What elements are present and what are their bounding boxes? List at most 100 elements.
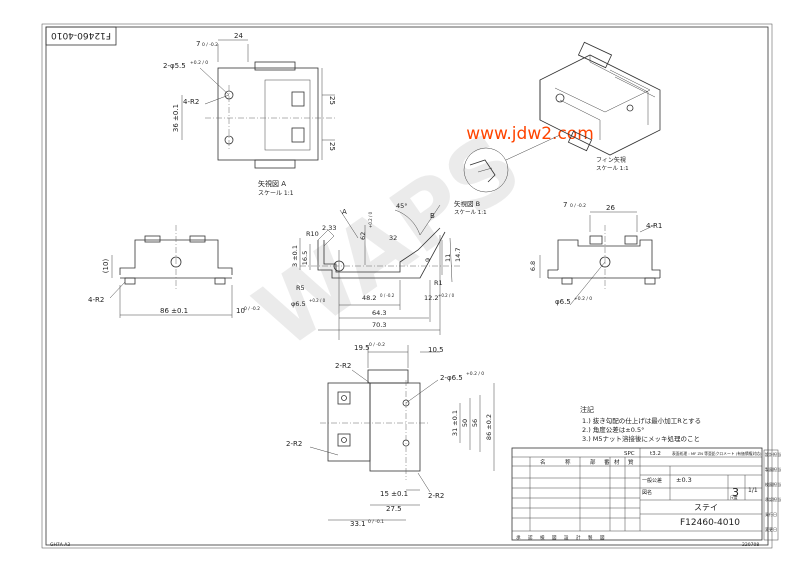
top-r2: 4-R2	[183, 98, 199, 106]
corner-code: F12460-4010	[51, 30, 111, 40]
side-angle-32: 32	[389, 234, 397, 242]
end-dim-7: 7	[563, 201, 567, 209]
bottom-r2c: 2-R2	[428, 492, 444, 500]
side-dim-9: 9	[424, 258, 432, 262]
top-view-scale: スケール 1:1	[258, 190, 294, 197]
side-r10: R10	[306, 230, 319, 238]
tb-general-tol-label: 一般公差	[642, 477, 662, 484]
bottom-r2b: 2-R2	[286, 440, 302, 448]
front-dim-86: 86 ±0.1	[160, 307, 188, 315]
tb-part-name: ステイ	[694, 503, 718, 512]
corner-left-bottom: GH7A A3	[50, 542, 70, 548]
top-dim-25b: 25	[328, 142, 336, 151]
end-dim-68: 6.8	[529, 261, 537, 271]
outer-border	[41, 23, 773, 549]
side-dim-122-tol: +0.2 / 0	[438, 293, 455, 298]
top-view: 24 7 0 / -0.2 2-φ5.5 +0.2 / 0 4-R2 36 ±0…	[163, 32, 336, 197]
corner-right-bottom: 220708	[742, 542, 759, 548]
bottom-dim-15: 15 ±0.1	[380, 490, 408, 498]
tb-scale-label: 尺度	[730, 495, 738, 500]
side-dim-62: 62	[359, 232, 367, 240]
side-tab: 検図担当	[765, 481, 781, 487]
tb-header: 番	[604, 459, 610, 466]
tb-footer: 製	[588, 534, 593, 541]
side-dim-65-tol: +0.2 / 0	[309, 298, 326, 303]
tb-footer: 認	[528, 534, 533, 541]
top-holes-tol: +0.2 / 0	[190, 60, 208, 66]
side-view-scale: スケール 1:1	[454, 209, 487, 216]
bottom-holes-tol: +0.2 / 0	[466, 371, 484, 377]
end-view: 7 0 / -0.2 26 4-R1 6.8 φ6.5 +0.2 / 0	[529, 201, 662, 306]
side-r1: R1	[434, 279, 443, 287]
side-tab: 製図担当	[765, 466, 781, 472]
bottom-dim-31: 31 ±0.1	[451, 410, 459, 436]
side-dim-482-tol: 0 / -0.2	[380, 293, 395, 298]
side-dim-65: φ6.5	[291, 300, 306, 308]
end-dim-26: 26	[606, 204, 615, 212]
bottom-dim-50: 50	[461, 419, 469, 427]
end-dim-65: φ6.5	[555, 298, 571, 306]
side-dim-122: 12.2	[424, 294, 438, 302]
note-item: 1.) 抜き勾配の仕上げは最小加工Rとする	[582, 416, 701, 425]
end-dim-7-tol: 0 / -0.2	[570, 203, 586, 209]
tb-drawn-label: 図名	[642, 489, 652, 496]
side-dim-147: 14.7	[454, 248, 462, 262]
side-tabs: 設計担当 製図担当 検図担当 承認担当 発行日 変更日	[763, 449, 781, 541]
tb-footer: 検	[540, 534, 545, 541]
title-block: SPC t3.2 表面処理 : MF ZN 等亜鉛クロメート (有価債権対応) …	[511, 447, 763, 541]
bottom-dim-195-tol: 0 / -0.2	[369, 342, 385, 348]
isometric-view: フィン矢視 スケール 1:1	[463, 41, 661, 193]
side-tab: 発行日	[765, 511, 777, 517]
corner-code-box: F12460-4010	[45, 26, 117, 46]
drawing-border	[45, 26, 769, 546]
bottom-dim-105: 10.5	[428, 346, 444, 354]
bottom-dim-195: 19.5	[354, 344, 370, 352]
notes: 注記 1.) 抜き勾配の仕上げは最小加工Rとする 2.) 角度公差は±0.5° …	[580, 405, 701, 443]
notes-heading: 注記	[580, 405, 594, 414]
end-r1: 4-R1	[646, 222, 662, 230]
bottom-dim-331-tol: 0 / -0.1	[368, 519, 384, 525]
side-dim-643: 64.3	[372, 309, 386, 317]
top-view-title: 矢視図 A	[258, 179, 286, 188]
side-label-a: A	[342, 208, 347, 216]
tb-drawing-number: F12460-4010	[680, 518, 740, 528]
front-dim-10: (10)	[102, 259, 110, 274]
watermark-url: www.jdw2.com	[466, 124, 594, 144]
side-tab: 設計担当	[765, 451, 781, 457]
side-dim-11: 11	[444, 254, 452, 262]
side-tab: 承認担当	[765, 496, 781, 502]
side-angle-45: 45°	[396, 202, 408, 210]
tb-footer: 承	[516, 534, 521, 541]
top-dim-24: 24	[234, 32, 243, 40]
side-dim-482: 48.2	[362, 294, 376, 302]
tb-scale: 1/1	[748, 487, 758, 494]
side-dim-3: 3 ±0.1	[291, 245, 299, 267]
bottom-view: 19.5 0 / -0.2 10.5 2-R2 2-φ6.5 +0.2 / 0 …	[286, 342, 495, 528]
bottom-dim-275: 27.5	[386, 505, 402, 513]
tb-qty: 3	[732, 486, 739, 499]
top-dim-7: 7	[196, 40, 200, 48]
tb-header: 質	[628, 458, 634, 466]
side-tab: 変更日	[765, 526, 777, 532]
tb-header: 材	[614, 458, 620, 466]
front-view: (10) 4-R2 86 ±0.1 10 0 / -0.2	[88, 225, 260, 318]
side-label-b: B	[430, 212, 435, 220]
tb-header: 名	[540, 458, 546, 466]
side-dim-703: 70.3	[372, 321, 386, 329]
side-dim-165: 16.5	[301, 251, 309, 265]
iso-detail-scale: スケール 1:1	[596, 165, 629, 172]
side-view-title: 矢視図 B	[454, 199, 480, 208]
top-holes: 2-φ5.5	[163, 62, 186, 70]
iso-detail-title: フィン矢視	[596, 156, 626, 164]
side-r5: R5	[296, 284, 305, 292]
side-dim-62-tol: +0.2 / 0	[368, 211, 373, 228]
side-view: R10 2.33 62 +0.2 / 0 45° 32 3 ±0.1 16.5 …	[291, 199, 487, 340]
front-dim-10b: 10	[236, 307, 245, 315]
bottom-holes: 2-φ6.5	[440, 374, 463, 382]
front-dim-10b-tol: 0 / -0.2	[244, 306, 260, 312]
tb-thickness: t3.2	[650, 451, 661, 457]
tb-material: SPC	[624, 451, 635, 457]
bottom-dim-86: 86 ±0.2	[485, 414, 493, 440]
top-dim-25a: 25	[328, 96, 336, 105]
